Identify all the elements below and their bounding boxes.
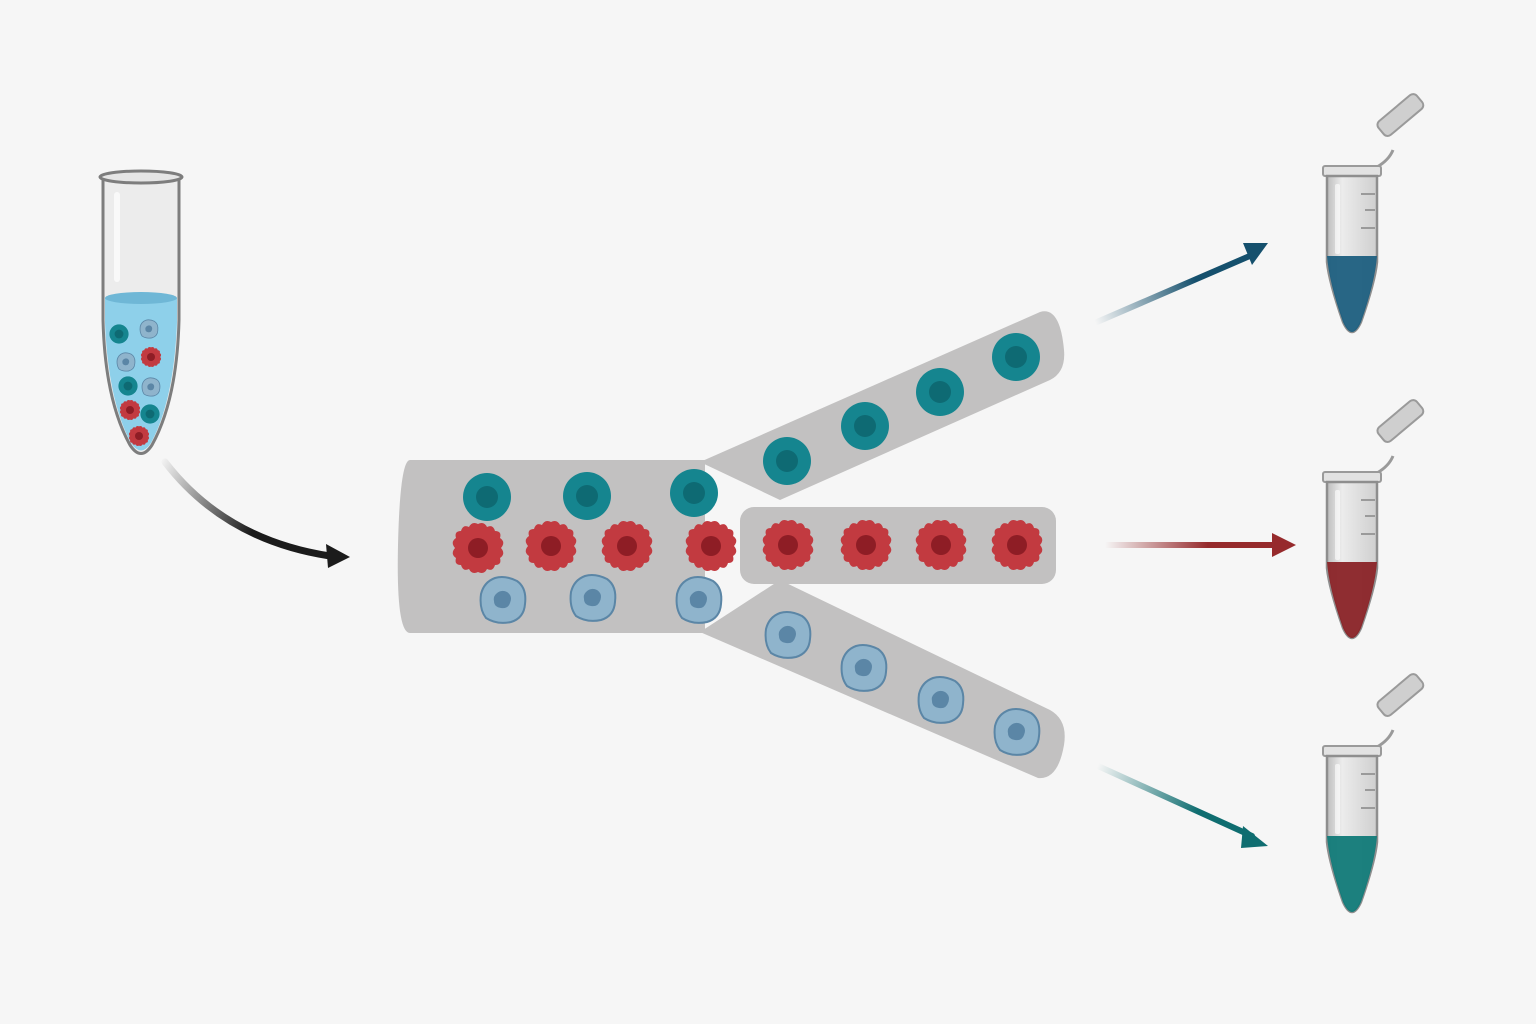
cell-type-c [993,708,1041,756]
cell-type-c [141,377,161,397]
cell-type-a [992,333,1040,381]
cell-type-a [916,368,964,416]
output-tube-top [1321,90,1427,334]
cell-type-a [109,324,129,344]
output-arrow-middle [1103,533,1296,557]
output-tube-middle [1321,396,1427,640]
cell-type-a [463,473,511,521]
output-tube-bottom [1321,670,1427,914]
input-flow-arrow [161,458,350,568]
output-arrow-bottom [1095,763,1268,848]
middle-branch-channel [740,507,1056,584]
cell-type-c [139,319,159,339]
cell-type-a [763,437,811,485]
output-arrow-top [1094,243,1268,325]
cell-type-a [841,402,889,450]
cell-type-c [569,574,617,622]
cell-type-c [675,576,723,624]
microfluidic-sorting-channel [397,311,1065,779]
cell-type-c [479,576,527,624]
cell-type-c [840,644,888,692]
cell-type-c [116,352,136,372]
cell-type-a [670,469,718,517]
cell-type-c [917,676,965,724]
sample-conical-tube [98,169,184,455]
cell-type-a [563,472,611,520]
cell-type-a [118,376,138,396]
cell-type-c [764,611,812,659]
cell-type-a [140,404,160,424]
